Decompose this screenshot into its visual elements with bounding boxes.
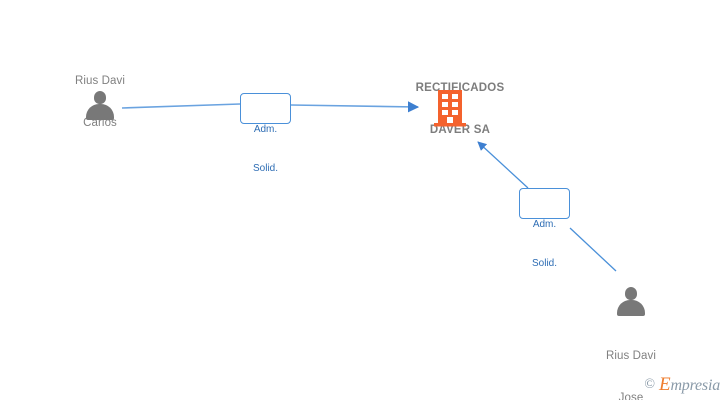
relation-label-right-line1: Adm. xyxy=(532,219,557,230)
edge-left-segment-a xyxy=(121,103,241,109)
building-icon-company[interactable] xyxy=(431,88,471,128)
edge-right-segment-b xyxy=(477,141,529,189)
person-left-label: Rius Davi Carlos xyxy=(45,46,155,158)
person-bottom-right-name-line2: Jose xyxy=(618,392,644,400)
relation-label-left[interactable]: Adm. Solid. xyxy=(240,93,291,174)
brand-name: Empresia xyxy=(659,374,720,396)
person-icon-left[interactable] xyxy=(85,90,115,120)
watermark: © Empresia xyxy=(644,374,720,396)
person-body xyxy=(617,300,645,316)
company-label: RECTIFICADOS DAVER SA xyxy=(385,53,535,165)
company-name-line2: DAVER SA xyxy=(429,124,491,136)
person-left-name-line2: Carlos xyxy=(83,117,117,129)
brand-initial: E xyxy=(659,374,671,395)
edge-left-segment-b xyxy=(290,101,420,113)
person-left-name-line1: Rius Davi xyxy=(74,75,126,87)
person-bottom-right-name-line1: Rius Davi xyxy=(605,350,657,362)
person-icon-bottom-right[interactable] xyxy=(616,286,646,316)
relation-label-left-line1: Adm. xyxy=(253,124,278,135)
relation-label-left-line2: Solid. xyxy=(252,163,278,174)
edge-right-segment-a xyxy=(569,227,617,272)
person-head xyxy=(625,287,637,300)
brand-rest: mpresia xyxy=(670,377,720,394)
relation-label-right-line2: Solid. xyxy=(531,258,557,269)
person-head xyxy=(94,91,106,104)
copyright-icon: © xyxy=(644,377,656,392)
relation-label-right[interactable]: Adm. Solid. xyxy=(519,188,570,269)
person-body xyxy=(86,104,114,120)
person-bottom-right-label: Rius Davi Jose xyxy=(576,321,686,400)
company-name-line1: RECTIFICADOS xyxy=(415,82,505,94)
